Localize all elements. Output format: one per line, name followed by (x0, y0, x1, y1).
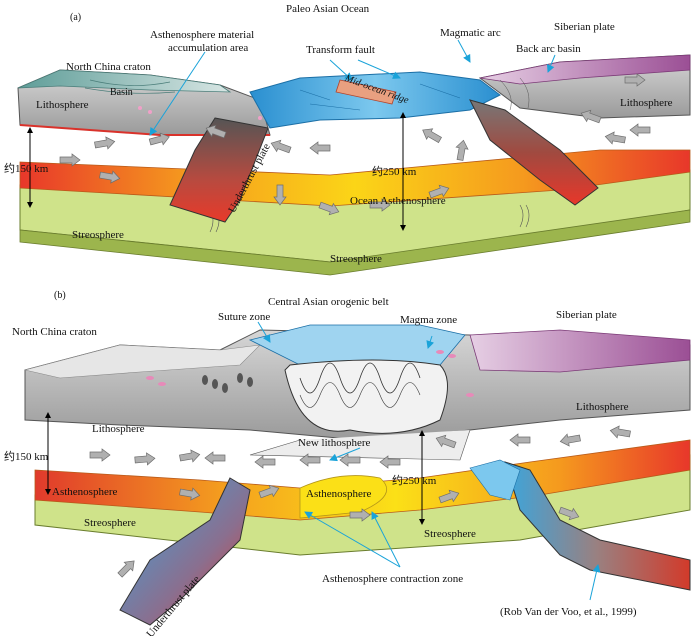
label-north-china-craton-b: North China craton (12, 326, 97, 338)
label-lithosphere-left-b: Lithosphere (92, 423, 145, 435)
label-magma-zone: Magma zone (400, 314, 457, 326)
label-lithosphere-right-b: Lithosphere (576, 401, 629, 413)
underthrust-plate-a (169, 117, 269, 223)
label-siberian-plate-a: Siberian plate (554, 21, 615, 33)
label-streosphere-left-b: Streosphere (84, 517, 136, 529)
label-depth-150-b: 约150 km (4, 450, 49, 463)
underthrust-plate-b (119, 477, 251, 626)
label-north-china-craton-a: North China craton (66, 61, 151, 73)
panel-b-label: (b) (54, 290, 66, 301)
label-asthenosphere-accumulation-1: Asthenosphere material (150, 29, 254, 41)
label-asthenosphere-accumulation-2: accumulation area (168, 42, 248, 54)
label-streosphere-left-a: Streosphere (72, 229, 124, 241)
label-citation: (Rob Van der Voo, et al., 1999) (500, 606, 637, 618)
label-magmatic-arc: Magmatic arc (440, 27, 501, 39)
north-china-craton-block-a (17, 69, 271, 136)
label-lithosphere-left-a: Lithosphere (36, 99, 89, 111)
label-transform-fault: Transform fault (306, 44, 375, 56)
label-lithosphere-right-a: Lithosphere (620, 97, 673, 109)
ocean-plate-a (249, 71, 501, 129)
label-asthenosphere-mid-b: Asthenosphere (306, 488, 371, 500)
panel-a-label: (a) (70, 12, 81, 23)
label-asthenosphere-left-b: Asthenosphere (52, 486, 117, 498)
central-asian-orogenic-belt-title: Central Asian orogenic belt (268, 296, 389, 308)
label-asthenosphere-contraction: Asthenosphere contraction zone (322, 573, 463, 585)
label-back-arc-basin: Back arc basin (516, 43, 581, 55)
lithosphere-block-b (24, 324, 691, 461)
label-new-lithosphere: New lithosphere (298, 437, 371, 449)
label-depth-150-a: 约150 km (4, 162, 49, 175)
siberian-plate-block-a (478, 54, 691, 119)
label-siberian-plate-b: Siberian plate (556, 309, 617, 321)
label-depth-250-a: 约250 km (372, 165, 417, 178)
label-suture-zone: Suture zone (218, 311, 270, 323)
label-ocean-asthenosphere: Ocean Asthenosphere (350, 195, 446, 207)
descending-slab-right-a (469, 99, 599, 206)
panel-a: (a) Paleo Asian Ocean Asthenosphere mate… (4, 3, 691, 276)
label-depth-250-b: 约250 km (392, 474, 437, 487)
descending-slab-right-b (504, 461, 691, 591)
label-streosphere-bottom-a: Streosphere (330, 253, 382, 265)
callouts-b (257, 321, 601, 601)
label-basin: Basin (110, 87, 133, 98)
panel-b: (b) Central Asian orogenic belt North Ch… (4, 290, 691, 636)
label-streosphere-right-b: Streosphere (424, 528, 476, 540)
paleo-asian-ocean-title: Paleo Asian Ocean (286, 3, 370, 15)
asthenosphere-bulge (299, 475, 387, 519)
callouts-a (149, 39, 556, 136)
